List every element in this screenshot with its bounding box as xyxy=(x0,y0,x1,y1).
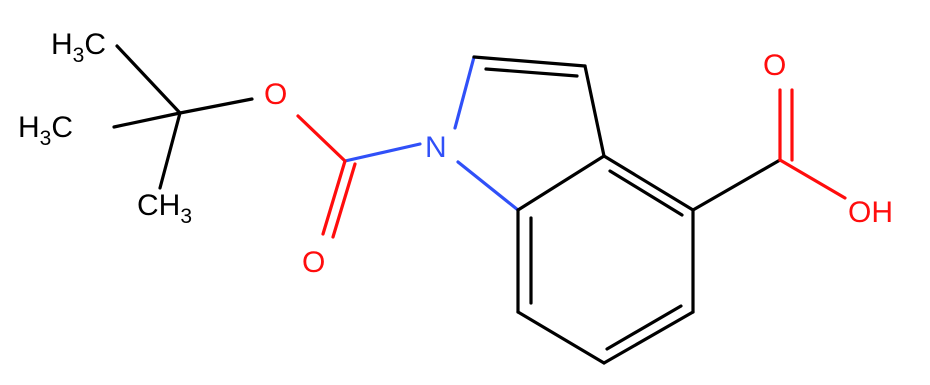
bond-c-eq-o-1 xyxy=(321,159,347,236)
bond-c3a-c4-double xyxy=(608,169,684,217)
tert-butyl-bonds xyxy=(112,44,254,190)
bond-acid-c-to-oh xyxy=(778,158,847,200)
bond-ch3-bottom xyxy=(158,111,182,190)
bond-c3a-c4 xyxy=(602,154,695,212)
bond-ch3-mid xyxy=(112,111,182,129)
label-indole-nitrogen: N xyxy=(425,131,447,164)
label-carbonyl-oxygen: O xyxy=(302,246,325,279)
bond-c3a-c7a xyxy=(516,154,606,212)
label-ch3-mid: H3C xyxy=(18,111,73,150)
bond-o-to-carbonyl-c xyxy=(296,114,347,163)
bond-c2-c3-double xyxy=(484,67,579,78)
bond-n-to-c2 xyxy=(453,55,476,130)
bond-c-eq-o-2 xyxy=(331,162,357,239)
label-ch3-bottom: CH3 xyxy=(137,189,192,228)
bond-carbonyl-c-to-n xyxy=(343,142,422,163)
bond-ch3-top xyxy=(115,44,182,115)
indole-ring-bonds xyxy=(453,55,695,365)
bond-c4-to-acid-c xyxy=(691,158,782,212)
label-ch3-top: H3C xyxy=(51,28,106,67)
label-ester-oxygen: O xyxy=(264,78,287,111)
carboxylic-acid-bonds xyxy=(691,88,847,212)
bond-c2-c3 xyxy=(472,55,587,68)
carbamate-bonds xyxy=(296,114,422,239)
bond-n-to-c7a xyxy=(456,160,520,212)
bond-c6-c7 xyxy=(516,310,606,365)
label-acid-carbonyl-oxygen: O xyxy=(763,49,786,82)
bond-c3-c3a xyxy=(583,64,606,158)
label-acid-hydroxyl: OH xyxy=(848,196,893,229)
bond-c5-c6-double xyxy=(605,304,683,351)
bond-c5-c6 xyxy=(602,310,695,365)
bond-quaternary-c-to-o xyxy=(178,97,254,115)
